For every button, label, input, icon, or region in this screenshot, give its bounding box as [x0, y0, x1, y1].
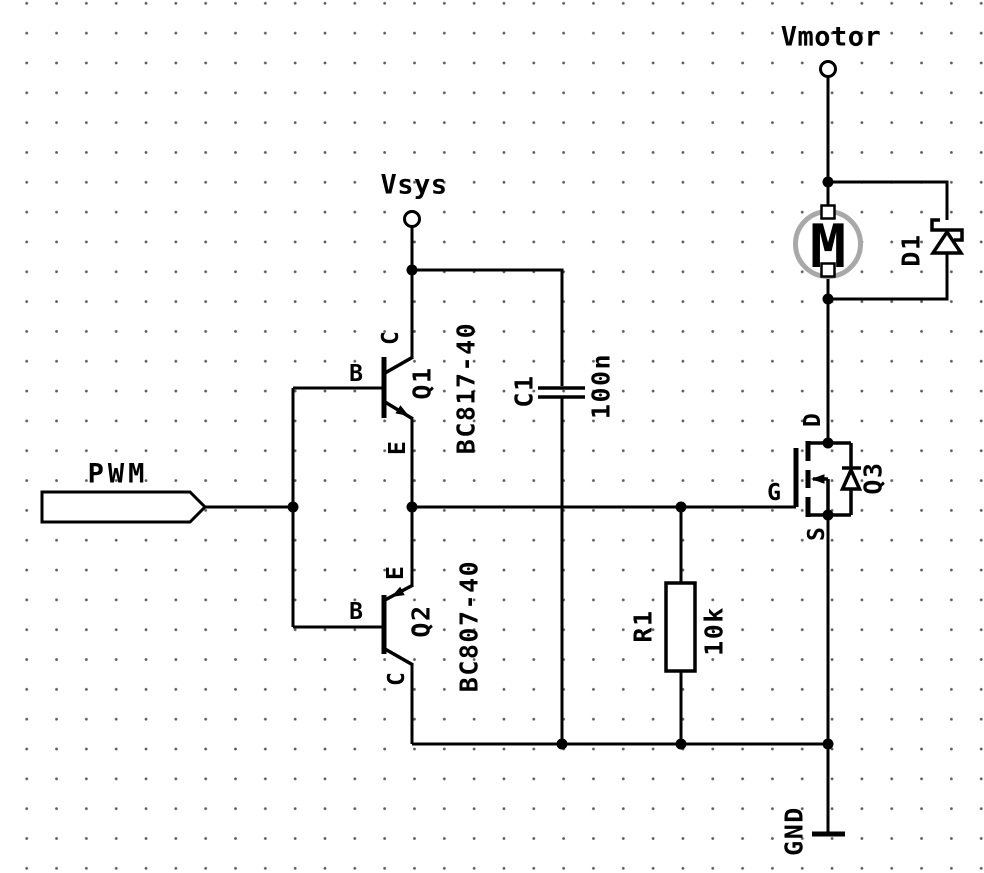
- junction-dot: [822, 437, 834, 449]
- r1-value[interactable]: 10k: [700, 606, 729, 656]
- junction-dot: [822, 176, 834, 188]
- q3-body-diode-triangle: [839, 465, 863, 491]
- vmotor-label[interactable]: Vmotor: [781, 22, 882, 53]
- junction-dot: [556, 738, 568, 750]
- wire-d1-cathode[interactable]: [828, 180, 949, 220]
- r1-ref[interactable]: R1: [629, 609, 658, 642]
- q2-collector-stroke: [384, 647, 414, 667]
- q1-pin-c: C: [378, 331, 404, 345]
- junction-dot: [675, 501, 687, 513]
- vsys-terminal[interactable]: Vsys: [380, 170, 447, 228]
- r1-body[interactable]: [664, 581, 697, 673]
- q2-value[interactable]: BC807-40: [455, 560, 484, 692]
- vmotor-terminal[interactable]: Vmotor: [781, 22, 882, 78]
- vsys-label[interactable]: Vsys: [380, 170, 447, 201]
- gnd-label[interactable]: GND: [780, 806, 809, 856]
- junction-dots: [287, 176, 834, 750]
- mosfet-q3[interactable]: D G S Q3: [767, 413, 887, 541]
- q3-substrate-link: [813, 477, 830, 515]
- q2-ref[interactable]: Q2: [407, 604, 436, 637]
- wire-d1-anode[interactable]: [828, 253, 949, 301]
- q2-pin-c: C: [384, 672, 410, 686]
- q3-pin-s: S: [804, 527, 830, 541]
- motor-symbol[interactable]: M: [793, 204, 863, 283]
- q2-pnp-arrow-icon: [391, 586, 405, 597]
- q1-pin-b: B: [349, 361, 363, 387]
- wires: [205, 77, 949, 833]
- resistor-r1[interactable]: R1 10k: [629, 581, 729, 673]
- diode-d1[interactable]: D1: [897, 218, 965, 267]
- q1-collector-stroke: [384, 355, 414, 375]
- junction-dot: [406, 264, 418, 276]
- junction-dot: [406, 501, 418, 513]
- junction-dot: [822, 738, 834, 750]
- junction-dot: [287, 501, 299, 513]
- vmotor-circle[interactable]: [819, 60, 837, 78]
- c1-ref[interactable]: C1: [510, 374, 539, 407]
- q2-pin-b: B: [349, 599, 363, 625]
- junction-dot: [675, 738, 687, 750]
- q1-npn-arrow-icon: [395, 405, 409, 416]
- q1-ref[interactable]: Q1: [408, 366, 437, 399]
- q1-pin-e: E: [385, 441, 411, 455]
- input-flag-shape[interactable]: [40, 490, 208, 524]
- junction-dot: [822, 293, 834, 305]
- gnd-symbol[interactable]: GND: [780, 806, 846, 856]
- transistor-q1[interactable]: C B E Q1 BC817-40: [349, 322, 480, 455]
- d1-triangle: [929, 228, 965, 255]
- pwm-input-flag[interactable]: PWM: [40, 459, 208, 524]
- motor-pin-bottom: [820, 262, 836, 278]
- motor-pin-top: [820, 204, 836, 220]
- pwm-label[interactable]: PWM: [88, 459, 149, 490]
- wire-top-rail[interactable]: [412, 268, 564, 386]
- transistor-q2[interactable]: E B C Q2 BC807-40: [349, 560, 483, 692]
- q3-ref[interactable]: Q3: [859, 461, 888, 494]
- capacitor-c1[interactable]: C1 100n: [510, 353, 616, 419]
- d1-ref[interactable]: D1: [897, 233, 926, 266]
- q3-pin-g: G: [767, 480, 781, 506]
- junction-dot: [822, 509, 834, 521]
- q3-pin-d: D: [800, 413, 826, 427]
- q1-value[interactable]: BC817-40: [452, 322, 481, 454]
- c1-value[interactable]: 100n: [587, 353, 616, 419]
- q2-pin-e: E: [383, 566, 409, 580]
- q3-substrate-arrow-icon: [811, 474, 825, 484]
- vsys-circle[interactable]: [403, 210, 421, 228]
